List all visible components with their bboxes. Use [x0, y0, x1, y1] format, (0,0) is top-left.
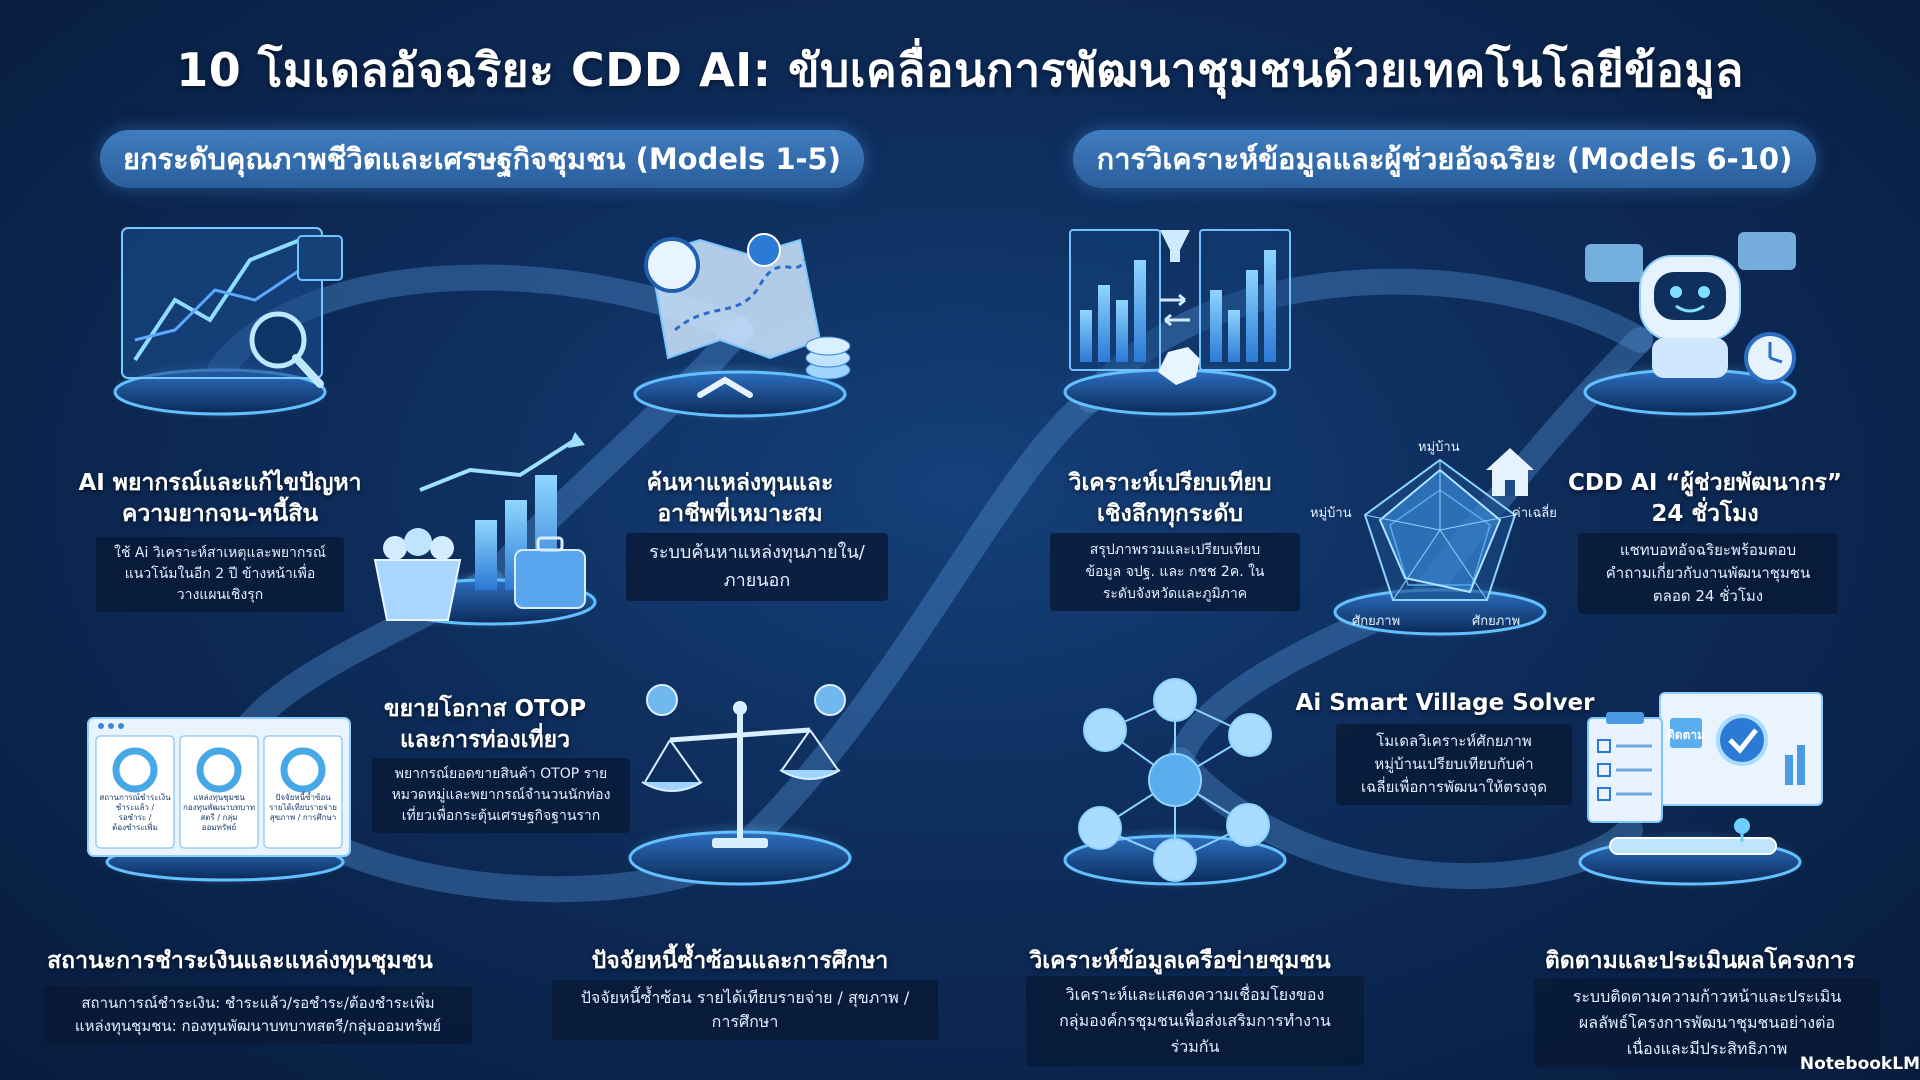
bar-filter-icon: [1069, 229, 1291, 385]
model-4-description: สถานการณ์ชำระเงิน: ชำระแล้ว/รอชำระ/ต้องช…: [44, 986, 472, 1044]
model-7-illustration: [1578, 232, 1802, 420]
model-7-title: CDD AI “ผู้ช่วยพัฒนากร” 24 ชั่วโมง: [1567, 470, 1842, 527]
basket-suitcase-icon: [373, 432, 586, 621]
model-1-description: ใช้ Ai วิเคราะห์สาเหตุและพยากรณ์ แนวโน้ม…: [96, 537, 344, 612]
chart-magnifier-icon: [121, 227, 343, 388]
dashboard-card-text: สถานการณ์ชำระเงิน ชำระแล้ว / รอชำระ / ต้…: [99, 793, 171, 832]
section-header-models-1-5: ยกระดับคุณภาพชีวิตและเศรษฐกิจชุมชน (Mode…: [100, 130, 864, 188]
dashboard-card-text: แหล่งทุนชุมชน กองทุนพัฒนาบทบาท สตรี / กล…: [183, 793, 255, 832]
radar-label: ศักยภาพ: [1352, 614, 1401, 629]
dashboard-card: [179, 735, 259, 849]
scales-icon: [641, 684, 846, 848]
model-10-title: ติดตามและประเมินผลโครงการ: [1544, 948, 1856, 974]
map-coins-icon: [644, 233, 851, 398]
model-5-title: ปัจจัยหนี้ซ้ำซ้อนและการศึกษา: [591, 948, 889, 974]
model-6-title: วิเคราะห์เปรียบเทียบ เชิงลึกทุกระดับ: [1068, 470, 1272, 527]
radar-label: หมู่บ้าน: [1310, 506, 1352, 521]
model-3-illustration: [373, 432, 602, 630]
page-title: 10 โมเดลอัจฉริยะ CDD AI: ขับเคลื่อนการพั…: [176, 43, 1744, 97]
model-5-description: ปัจจัยหนี้ซ้ำซ้อน รายได้เทียบรายจ่าย / ส…: [552, 980, 938, 1040]
model-2-illustration: [628, 233, 852, 422]
model-4-title: สถานะการชำระเงินและแหล่งทุนชุมชน: [47, 948, 433, 974]
radar-house-icon: [1363, 448, 1534, 601]
model-1-title: AI พยากรณ์และแก้ไขปัญหา ความยากจน-หนี้สิ…: [78, 470, 362, 527]
model-3-title: ขยายโอกาส OTOP และการท่องเที่ยว: [383, 696, 587, 753]
model-2-description: ระบบค้นหาแหล่งทุนภายใน/ ภายนอก: [626, 533, 888, 601]
dashboard-icon: [87, 717, 351, 857]
model-9-title: วิเคราะห์ข้อมูลเครือข่ายชุมชน: [1029, 948, 1331, 974]
dashboard-card: [263, 735, 343, 849]
tracker-badge: ติดตาม: [1667, 728, 1705, 742]
model-2-title: ค้นหาแหล่งทุนและ อาชีพที่เหมาะสม: [646, 470, 834, 527]
dashboard-card: [95, 735, 175, 849]
model-4-illustration: [87, 717, 355, 886]
model-7-description: แชทบอทอัจฉริยะพร้อมตอบ คำถามเกี่ยวกับงาน…: [1578, 533, 1838, 614]
clipboard-timeline-icon: ติดตาม: [1587, 692, 1823, 855]
section-header-models-6-10: การวิเคราะห์ข้อมูลและผู้ช่วยอัจฉริยะ (Mo…: [1073, 130, 1816, 188]
model-8-illustration: [1328, 448, 1552, 640]
model-8-description: โมเดลวิเคราะห์ศักยภาพ หมู่บ้านเปรียบเทีย…: [1336, 724, 1572, 805]
model-1-illustration: [108, 227, 343, 420]
dashboard-card-text: ปัจจัยหนี้ซ้ำซ้อน รายได้เทียบรายจ่าย สุข…: [269, 793, 337, 822]
brand-watermark: NotebookLM: [1799, 1054, 1920, 1074]
network-icon: [1078, 678, 1272, 882]
model-8-title: Ai Smart Village Solver: [1295, 690, 1595, 716]
model-6-illustration: [1058, 229, 1291, 420]
model-3-description: พยากรณ์ยอดขายสินค้า OTOP ราย หมวดหมู่และ…: [372, 758, 630, 833]
model-10-description: ระบบติดตามความก้าวหน้าและประเมิน ผลลัพธ์…: [1534, 978, 1880, 1068]
robot-icon: [1585, 232, 1796, 384]
radar-label: หมู่บ้าน: [1418, 440, 1460, 455]
model-9-description: วิเคราะห์และแสดงความเชื่อมโยงของ กลุ่มอง…: [1026, 976, 1364, 1066]
radar-label: ศักยภาพ: [1472, 614, 1521, 629]
model-5-illustration: [622, 684, 858, 889]
radar-label: ค่าเฉลี่ย: [1512, 506, 1557, 521]
model-10-illustration: ติดตาม: [1572, 692, 1823, 890]
model-6-description: สรุปภาพรวมและเปรียบเทียบ ข้อมูล จปฐ. และ…: [1050, 533, 1300, 611]
model-9-illustration: [1057, 678, 1293, 890]
